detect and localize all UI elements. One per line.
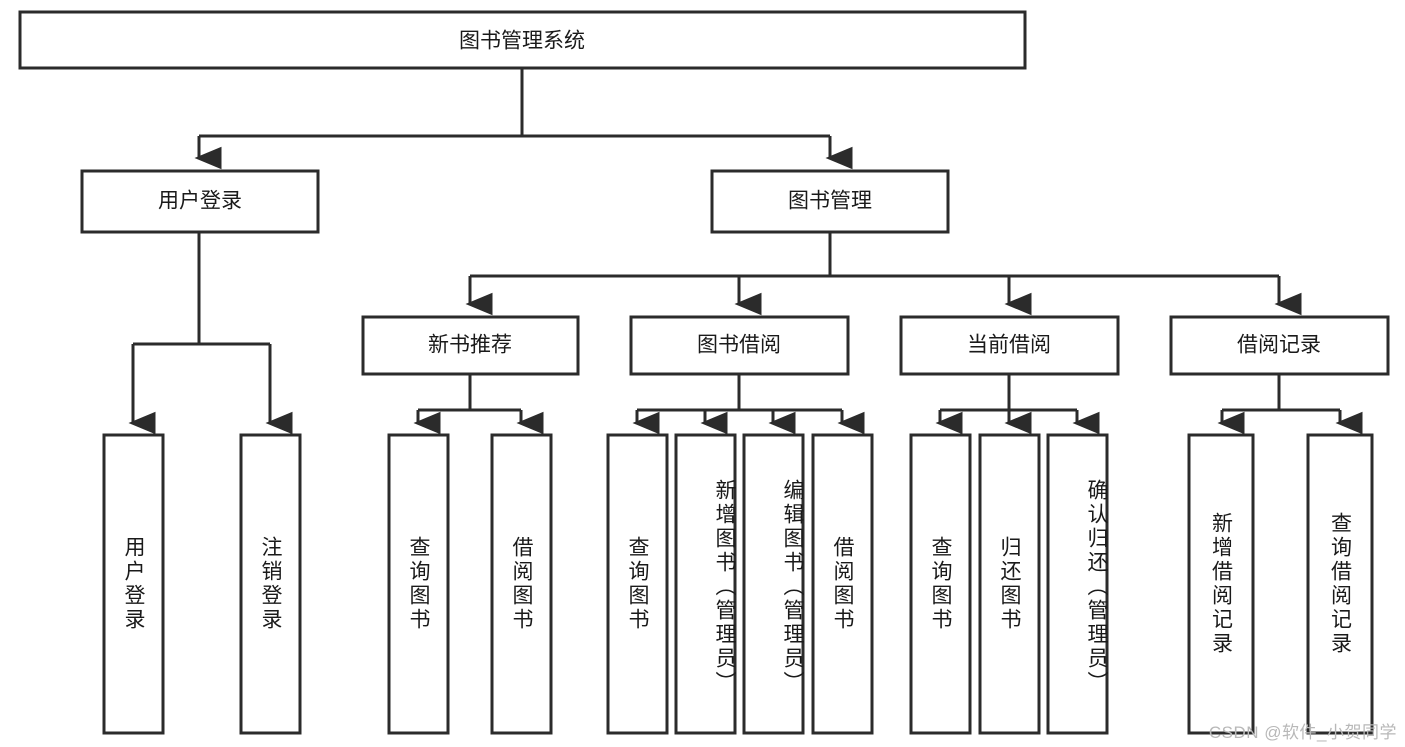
leaf-node-logout[interactable] <box>239 433 302 735</box>
node-book-management[interactable]: 图书管理 <box>710 169 950 234</box>
node-borrow-records-label: 借阅记录 <box>1237 334 1321 357</box>
leaf-node-edit-book-admin[interactable] <box>742 433 805 735</box>
leaf-node-borrow-books[interactable] <box>811 433 874 735</box>
node-current-borrow-label: 当前借阅 <box>967 334 1051 357</box>
csdn-watermark: CSDN @软件_小贺同学 <box>1208 723 1397 742</box>
node-borrow-records[interactable]: 借阅记录 <box>1169 315 1390 376</box>
connectors-bookmgmt-to-level3 <box>465 232 1302 316</box>
connectors-root-to-level2 <box>194 68 853 170</box>
node-new-book-recommend-label: 新书推荐 <box>428 334 512 357</box>
node-book-borrow[interactable]: 图书借阅 <box>629 315 850 376</box>
leaf-node-borrow-books-new[interactable] <box>490 433 553 735</box>
leaf-node-add-book-admin[interactable] <box>674 433 737 735</box>
leaf-node-query-books-borrow[interactable] <box>606 433 669 735</box>
node-root-book-management-system[interactable]: 图书管理系统 <box>18 10 1027 70</box>
connectors-userlogin-to-leaves <box>128 232 293 435</box>
leaf-node-query-books-current[interactable] <box>909 433 972 735</box>
leaf-node-query-borrow-record[interactable] <box>1306 433 1374 735</box>
leaf-node-return-books[interactable] <box>978 433 1041 735</box>
node-root-label: 图书管理系统 <box>459 30 585 53</box>
leaf-node-user-login[interactable] <box>102 433 165 735</box>
node-current-borrow[interactable]: 当前借阅 <box>899 315 1120 376</box>
leaf-node-query-books-new[interactable] <box>387 433 450 735</box>
node-book-borrow-label: 图书借阅 <box>697 334 781 357</box>
node-user-login[interactable]: 用户登录 <box>80 169 320 234</box>
connectors-current-to-leaves <box>935 374 1100 435</box>
node-user-login-label: 用户登录 <box>158 190 242 213</box>
leaf-node-add-borrow-record[interactable] <box>1187 433 1255 735</box>
connectors-newbooks-to-leaves <box>413 374 544 435</box>
connectors-records-to-leaves <box>1217 374 1363 435</box>
node-new-book-recommend[interactable]: 新书推荐 <box>361 315 580 376</box>
connectors-borrow-to-leaves <box>632 374 865 435</box>
node-book-management-label: 图书管理 <box>788 190 872 213</box>
leaf-node-confirm-return-admin[interactable] <box>1046 433 1109 735</box>
